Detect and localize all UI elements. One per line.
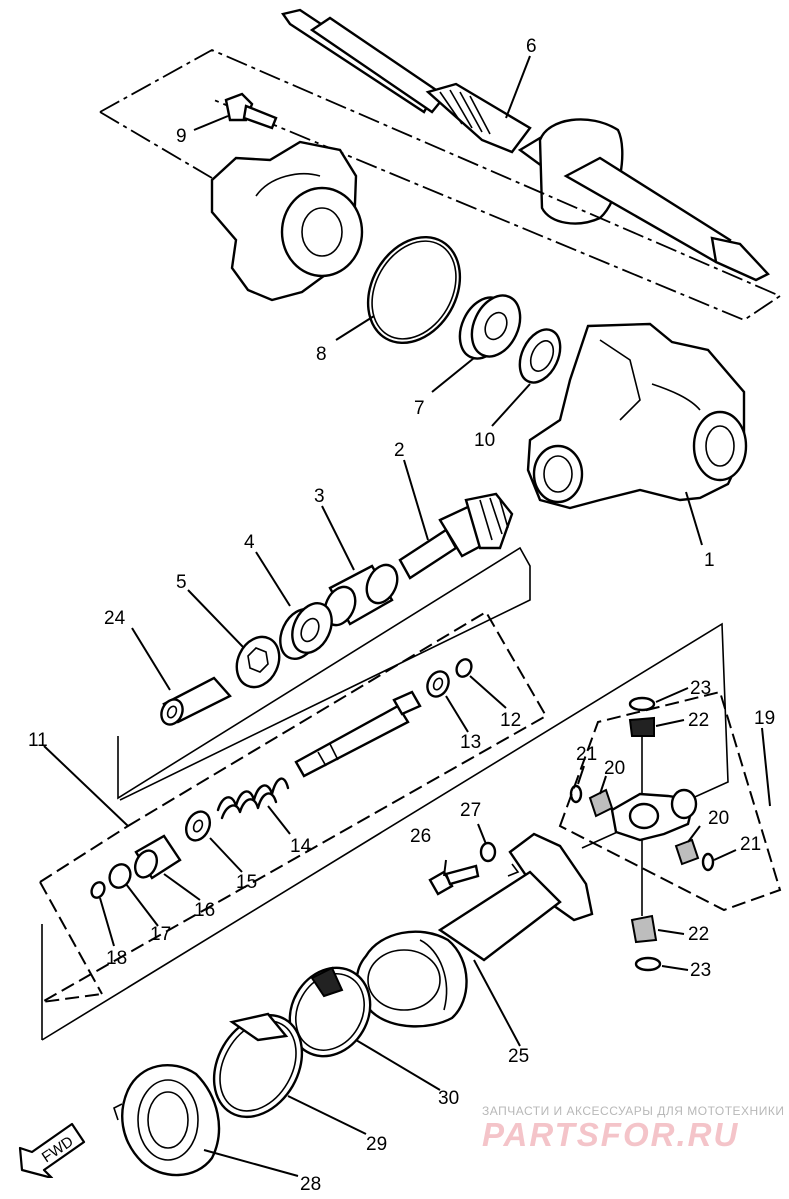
callout-labels: 1 2 3 4 5 6 7 8 9 10 11 12 13 14 15 16 1… — [28, 36, 775, 1195]
callout-4: 4 — [244, 532, 255, 553]
part-22-bearing-cup-top — [628, 716, 655, 737]
callout-2: 2 — [394, 440, 405, 461]
part-23-clip-top — [628, 696, 656, 712]
callout-12: 12 — [500, 710, 521, 731]
callout-28: 28 — [300, 1174, 321, 1195]
part-8-o-ring — [366, 235, 462, 345]
callout-27: 27 — [460, 800, 481, 821]
part-21-clip-left — [569, 784, 583, 804]
part-17-damper — [108, 863, 132, 889]
callout-11: 11 — [28, 730, 48, 751]
callout-19: 19 — [754, 708, 775, 729]
callout-7: 7 — [414, 398, 425, 419]
part-28-boot — [113, 1064, 221, 1177]
part-21-clip-right — [701, 852, 715, 872]
callout-14: 14 — [290, 836, 312, 857]
part-29-clamp — [212, 1012, 304, 1119]
fwd-arrow-icon: FWD — [18, 1122, 86, 1178]
part-23-clip-bottom — [634, 956, 662, 972]
part-25-housing — [355, 832, 594, 1028]
part-4-bearing — [279, 602, 333, 660]
part-24-spacer — [160, 676, 232, 726]
part-3-collar — [323, 563, 399, 627]
assembly-box-11 — [39, 610, 548, 1003]
part-6-rear-axle — [281, 8, 770, 282]
part-20-bearing-right — [674, 838, 700, 866]
part-13-washer — [426, 670, 450, 698]
gear-case-cover — [210, 140, 364, 302]
callout-18: 18 — [106, 948, 127, 969]
leader-lines — [43, 55, 771, 1177]
part-15-washer — [184, 810, 212, 842]
callout-24: 24 — [104, 608, 126, 629]
watermark-tagline: ЗАПЧАСТИ И АКСЕССУАРЫ ДЛЯ МОТОТЕХНИКИ — [482, 1104, 785, 1118]
part-14-spring — [216, 777, 290, 820]
callout-21-a: 21 — [576, 744, 597, 765]
callout-25: 25 — [508, 1046, 529, 1067]
callout-22-a: 22 — [688, 710, 709, 731]
part-30-clamp — [288, 966, 372, 1058]
callout-13: 13 — [460, 732, 481, 753]
part-10-oil-seal — [518, 328, 562, 384]
watermark-logo: PARTSFOR.RU — [482, 1116, 740, 1153]
callout-10: 10 — [474, 430, 495, 451]
assembly-line-pinion — [117, 546, 531, 801]
callout-29: 29 — [366, 1134, 387, 1155]
callout-20-a: 20 — [604, 758, 625, 779]
callout-22-b: 22 — [688, 924, 709, 945]
part-2-pinion-gear — [398, 492, 514, 580]
part-22-bearing-cup-bottom — [630, 914, 658, 944]
callout-26: 26 — [410, 826, 431, 847]
callout-8: 8 — [316, 344, 327, 365]
part-18-circlip — [90, 881, 106, 899]
part-16-coupling — [133, 834, 182, 880]
callout-20-b: 20 — [708, 808, 729, 829]
part-7-bearing — [458, 294, 522, 360]
callout-16: 16 — [194, 900, 215, 921]
callout-9: 9 — [176, 126, 187, 147]
part-5-nut — [235, 635, 281, 689]
callout-1: 1 — [704, 550, 715, 571]
callout-6: 6 — [526, 36, 537, 57]
callout-23-b: 23 — [690, 960, 711, 981]
callout-17: 17 — [150, 924, 171, 945]
callout-15: 15 — [236, 872, 257, 893]
part-1-final-gear-case — [526, 322, 748, 510]
part-27-washer — [479, 841, 497, 863]
callout-30: 30 — [438, 1088, 459, 1109]
callout-23-a: 23 — [690, 678, 711, 699]
callout-3: 3 — [314, 486, 325, 507]
part-11-shaft — [294, 690, 422, 778]
part-9-bolt — [224, 92, 278, 130]
part-12-circlip — [455, 658, 473, 678]
assembly-box-19 — [558, 690, 782, 912]
callout-5: 5 — [176, 572, 187, 593]
callout-21-b: 21 — [740, 834, 761, 855]
assembly-line-axle — [99, 48, 782, 322]
part-26-bolt — [428, 864, 480, 896]
universal-joint-yoke — [610, 788, 698, 842]
